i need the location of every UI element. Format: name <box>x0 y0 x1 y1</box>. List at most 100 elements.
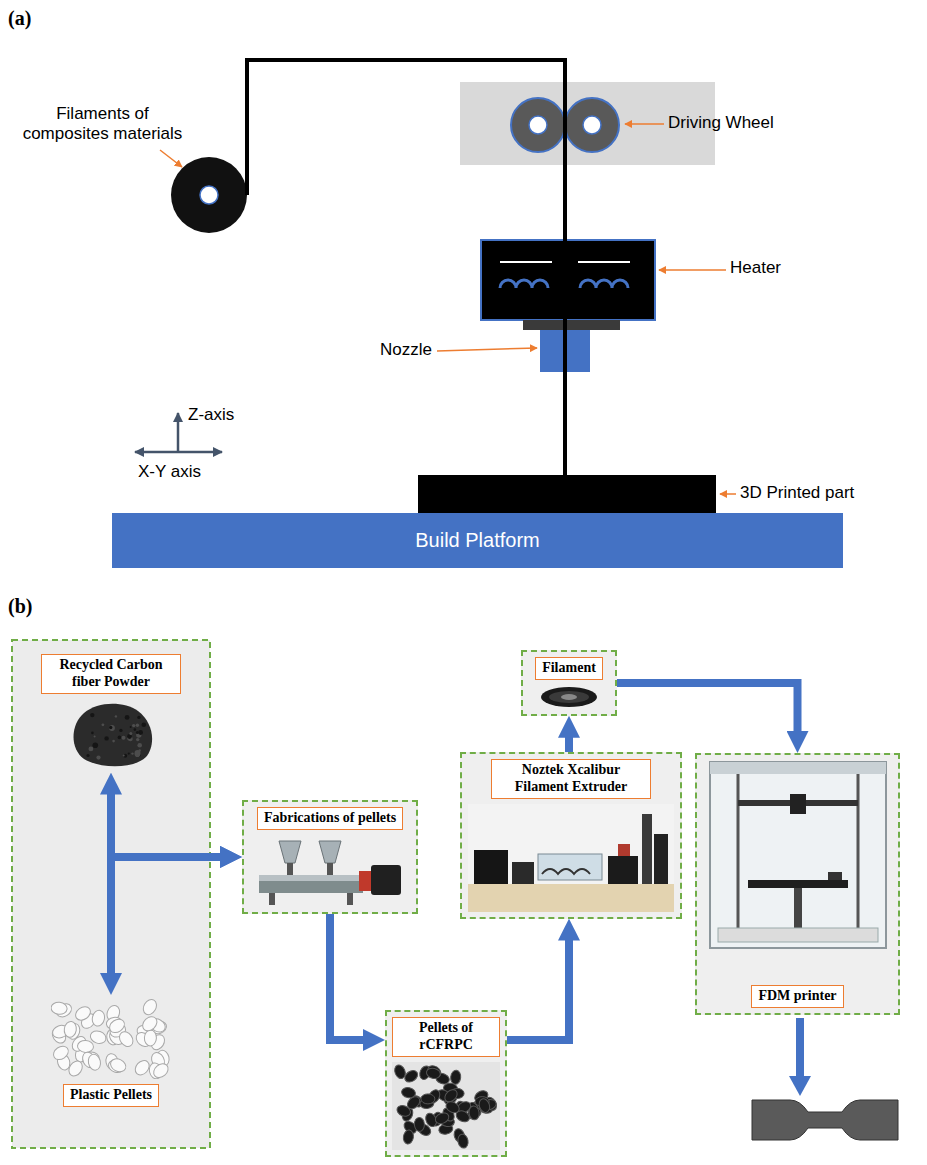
picture-part <box>144 1030 157 1046</box>
wheel-hub <box>583 116 601 134</box>
picture-part <box>123 754 125 756</box>
picture-part <box>140 1014 160 1034</box>
picture-part <box>450 1069 461 1084</box>
picture-part <box>123 753 127 757</box>
picture-part <box>618 844 630 856</box>
picture-part <box>135 749 141 755</box>
picture-part <box>125 715 130 720</box>
picture-part <box>541 687 597 707</box>
wheel-hub <box>529 116 547 134</box>
picture-part <box>132 723 135 726</box>
picture-part <box>122 735 126 739</box>
filament-spool <box>171 157 247 233</box>
picture-part <box>109 725 112 728</box>
picture-part <box>477 1097 491 1113</box>
picture-part <box>434 1111 451 1126</box>
picture-part <box>87 1053 102 1071</box>
picture-part <box>136 737 139 740</box>
part-label: Filaments of composites materials <box>20 104 185 145</box>
heater-block <box>481 240 655 320</box>
picture <box>51 999 171 1079</box>
picture-part <box>104 736 108 740</box>
picture-part <box>457 1133 469 1149</box>
picture-part <box>794 888 802 928</box>
picture-part <box>542 869 590 874</box>
box-title: Fabrications of pellets <box>257 807 403 830</box>
picture-part <box>287 863 293 875</box>
picture-part <box>319 841 341 863</box>
heater-coil <box>500 280 548 288</box>
picture-part <box>327 863 333 875</box>
picture-part <box>102 723 105 726</box>
picture-part <box>142 722 147 727</box>
picture-part <box>66 1059 85 1079</box>
picture-part <box>117 1029 136 1049</box>
drive-wheel <box>565 98 619 152</box>
leader-arrow <box>659 269 726 271</box>
picture-part <box>151 1061 171 1079</box>
part-label: Driving Wheel <box>668 113 774 133</box>
picture-part <box>138 730 143 735</box>
picture-part <box>91 731 94 734</box>
picture-part <box>86 753 89 756</box>
picture-part <box>137 743 142 748</box>
picture-part <box>96 755 100 759</box>
leader-arrow <box>437 348 537 351</box>
picture-part <box>119 728 122 731</box>
picture-part <box>89 746 94 751</box>
spool-hole <box>200 186 218 204</box>
flow-arrow <box>617 683 798 741</box>
leader-arrow <box>720 493 736 495</box>
picture-part <box>425 1066 441 1079</box>
box-title: FDM printer <box>751 985 843 1008</box>
panel-tag: (a) <box>8 6 31 30</box>
part-label: Heater <box>730 258 781 278</box>
picture-part <box>130 726 132 728</box>
picture-part <box>136 723 139 726</box>
picture-part <box>549 691 589 703</box>
picture-part <box>137 715 140 718</box>
picture-part <box>414 1117 424 1131</box>
picture-part <box>279 841 301 863</box>
picture <box>468 804 674 912</box>
picture-part <box>468 884 674 912</box>
heater-line <box>578 261 630 263</box>
picture-part <box>642 814 652 884</box>
filament-strand <box>247 60 565 508</box>
picture-part <box>421 1093 435 1103</box>
picture-part <box>77 1040 94 1053</box>
part-label: 3D Printed part <box>740 483 854 503</box>
process-box: Filament <box>521 650 617 716</box>
picture-part <box>51 1043 71 1062</box>
picture-part <box>118 735 122 739</box>
picture-part <box>90 712 94 716</box>
panel-tag: (b) <box>8 594 32 618</box>
heater-line <box>500 261 552 263</box>
picture-part <box>91 1009 106 1027</box>
picture-part <box>115 715 117 717</box>
drive-wheel <box>511 98 565 152</box>
picture-part <box>444 1099 461 1115</box>
picture <box>538 685 600 709</box>
picture <box>708 760 888 950</box>
picture-part <box>359 871 371 891</box>
flow-arrow <box>796 1018 804 1078</box>
material-item: Plastic Pellets <box>22 995 200 1111</box>
picture-part <box>828 872 842 880</box>
picture-part <box>392 1062 500 1150</box>
box-title: Pellets of rCFRPC <box>392 1017 500 1057</box>
picture-part <box>109 725 115 731</box>
axis-arrow <box>177 413 180 452</box>
picture <box>392 1062 500 1150</box>
part-label: Nozzle <box>380 340 432 360</box>
picture-part <box>474 850 508 884</box>
picture-part <box>403 1068 420 1084</box>
picture-part <box>856 774 859 928</box>
material-item: Recycled Carbon fiber Powder <box>22 650 200 773</box>
picture <box>255 835 405 907</box>
picture-part <box>748 880 848 888</box>
picture-part <box>561 694 577 700</box>
picture-part <box>73 1004 93 1023</box>
picture-part <box>269 893 275 905</box>
picture-part <box>63 1021 77 1039</box>
